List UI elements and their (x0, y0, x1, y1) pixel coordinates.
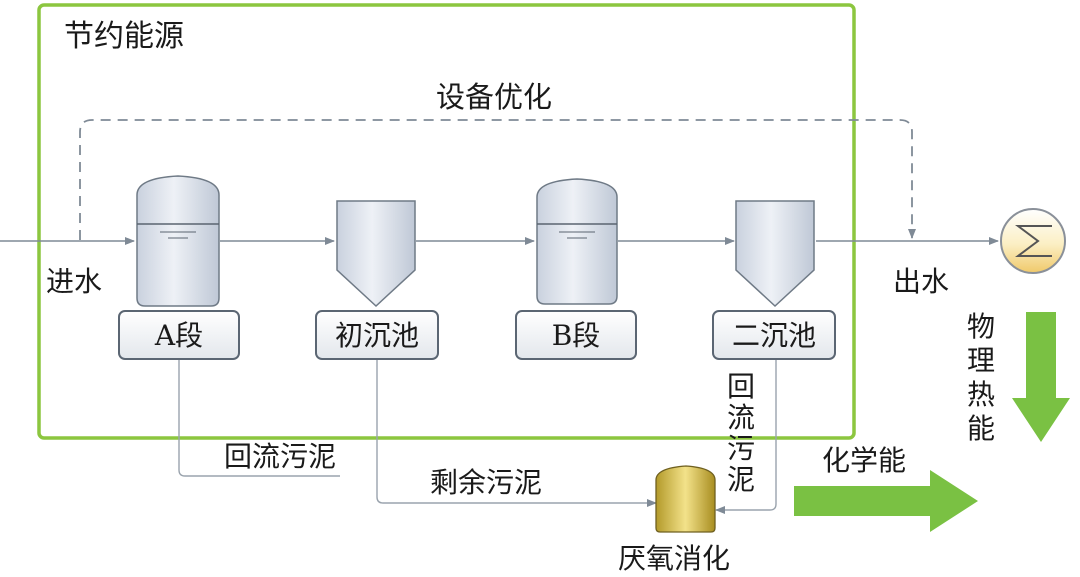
influent-label: 进水 (46, 265, 102, 298)
equipment-optimization-dashed-line (79, 119, 916, 240)
energy-saving-frame (37, 3, 856, 440)
anaerobic-digester (655, 465, 716, 533)
excess-sludge-line (376, 360, 657, 507)
unit-label-b-stage: B段 (515, 310, 637, 360)
unit-label-a-stage: A段 (118, 310, 240, 360)
effluent-label: 出水 (893, 265, 949, 298)
unit-label-secondary-clarifier: 二沉池 (712, 310, 836, 360)
secondary-return-sludge-label: 回 流污泥 (727, 370, 764, 496)
heat-exchanger-icon (1000, 208, 1066, 274)
return-sludge-label: 回流污泥 (224, 440, 336, 473)
chemical-energy-arrow (794, 470, 978, 532)
return-sludge-line (178, 360, 340, 477)
physical-thermal-energy-label: 物 理热能 (967, 310, 1004, 445)
a-stage-tank (136, 175, 220, 307)
secondary-return-sludge-line (715, 360, 777, 514)
primary-clarifier-tank (336, 200, 416, 308)
excess-sludge-label: 剩余污泥 (430, 466, 542, 499)
chemical-energy-label: 化学能 (822, 444, 906, 477)
b-stage-tank (536, 178, 618, 305)
energy-saving-title: 节约能源 (64, 19, 184, 54)
equipment-optimization-label: 设备优化 (436, 80, 552, 114)
svg-text:初沉池: 初沉池 (335, 319, 419, 352)
svg-text:B段: B段 (552, 319, 601, 352)
unit-label-primary-clarifier: 初沉池 (315, 310, 439, 360)
secondary-clarifier-tank (735, 200, 815, 308)
svg-text:二沉池: 二沉池 (732, 319, 816, 352)
physical-thermal-arrow (1012, 312, 1070, 442)
svg-text:A段: A段 (154, 319, 203, 352)
anaerobic-digestion-label: 厌氧消化 (618, 542, 730, 575)
